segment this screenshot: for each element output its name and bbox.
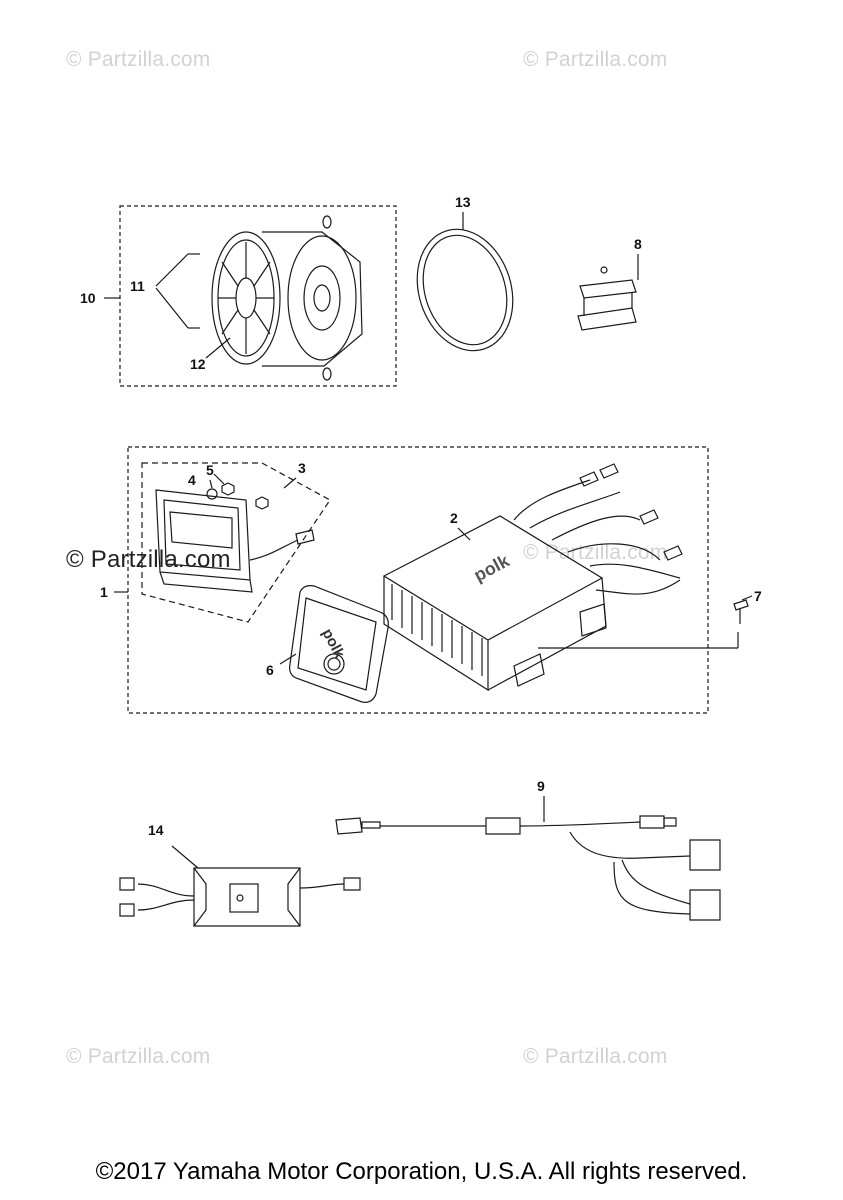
watermark-bottom-right: © Partzilla.com [523, 1045, 668, 1068]
callout-14: 14 [148, 822, 164, 838]
watermark-mid-left: © Partzilla.com [66, 546, 231, 573]
callout-7: 7 [754, 588, 762, 604]
remote-faceplate [289, 585, 389, 703]
copyright-notice: ©2017 Yamaha Motor Corporation, U.S.A. A… [95, 1158, 748, 1185]
leader-5 [213, 473, 225, 485]
speaker-grille [211, 231, 281, 365]
leader-14 [171, 845, 199, 869]
amplifier-receiver [382, 463, 683, 692]
callout-4: 4 [188, 472, 196, 488]
leader-12 [205, 337, 231, 359]
leader-3 [283, 477, 297, 489]
screw [733, 599, 749, 624]
nut-and-washer [206, 482, 269, 510]
callout-8: 8 [634, 236, 642, 252]
callout-1: 1 [100, 584, 108, 600]
callout-11: 11 [130, 278, 145, 294]
watermark-mid-right: © Partzilla.com [523, 541, 668, 564]
speaker-driver [262, 215, 363, 381]
mounting-clip [577, 266, 637, 331]
stereo-kit-box [127, 446, 709, 714]
leader-2 [457, 527, 471, 541]
speaker-kit-box [119, 205, 397, 387]
callout-3: 3 [298, 460, 306, 476]
control-panel [155, 489, 315, 593]
remote-brand-label: polk [318, 626, 348, 662]
callout-12: 12 [190, 356, 206, 372]
speaker-screws [155, 253, 200, 329]
callout-13: 13 [455, 194, 471, 210]
receiver-brand-label: polk [470, 550, 513, 585]
callout-6: 6 [266, 662, 274, 678]
watermark-top-right: © Partzilla.com [523, 48, 668, 71]
power-module [119, 867, 361, 927]
callout-5: 5 [206, 462, 214, 478]
control-panel-box [141, 462, 331, 623]
leader-6 [279, 653, 297, 665]
gasket-ring [416, 228, 514, 352]
watermark-top-left: © Partzilla.com [66, 48, 211, 71]
callout-9: 9 [537, 778, 545, 794]
watermark-bottom-left: © Partzilla.com [66, 1045, 211, 1068]
wiring-harness [335, 815, 721, 921]
callout-2: 2 [450, 510, 458, 526]
leader-4 [209, 479, 213, 489]
callout-10: 10 [80, 290, 96, 306]
leader-7 [741, 595, 753, 601]
